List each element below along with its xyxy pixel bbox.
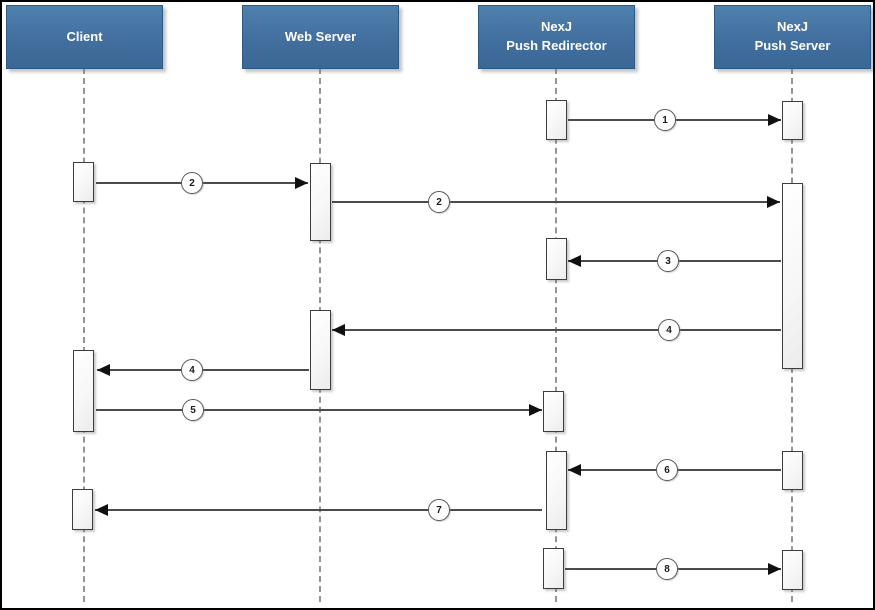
- message-line-4-nexj-push-server-to-web-server: [332, 329, 781, 331]
- arrowhead-icon: [568, 464, 581, 476]
- actor-label-line: NexJ: [776, 19, 809, 35]
- actor-header-nexj-push-server: NexJ Push Server: [714, 5, 871, 69]
- activation-nexj-push-server: [782, 451, 803, 490]
- message-number-badge: 3: [657, 250, 679, 272]
- message-line-5-client-to-nexj-push-redirector: [96, 409, 542, 411]
- arrowhead-icon: [529, 404, 542, 416]
- actor-label-line: Push Redirector: [506, 38, 607, 53]
- activation-nexj-push-redirector: [543, 548, 564, 589]
- actor-label-line: Push Server: [754, 38, 831, 53]
- activation-nexj-push-redirector: [546, 451, 567, 530]
- activation-client: [73, 162, 94, 202]
- actor-label-line: Client: [66, 28, 103, 44]
- arrowhead-icon: [95, 504, 108, 516]
- arrowhead-icon: [768, 114, 781, 126]
- activation-client: [72, 489, 93, 530]
- activation-nexj-push-redirector: [543, 391, 564, 432]
- lifeline-client: [83, 68, 85, 602]
- activation-client: [73, 350, 94, 432]
- message-number-badge: 1: [654, 109, 676, 131]
- activation-nexj-push-server: [782, 183, 803, 369]
- arrowhead-icon: [768, 563, 781, 575]
- actor-label-line: Web Server: [284, 28, 357, 44]
- activation-web-server: [310, 163, 331, 241]
- message-number-badge: 2: [181, 172, 203, 194]
- actor-header-client: Client: [6, 5, 163, 69]
- arrowhead-icon: [295, 177, 308, 189]
- actor-header-nexj-push-redirector: NexJ Push Redirector: [478, 5, 635, 69]
- lifeline-nexj-push-redirector: [555, 68, 557, 602]
- message-number-badge: 4: [658, 319, 680, 341]
- activation-web-server: [310, 310, 331, 390]
- message-number-badge: 4: [181, 359, 203, 381]
- activation-nexj-push-redirector: [546, 100, 567, 140]
- arrowhead-icon: [332, 324, 345, 336]
- message-line-7-nexj-push-redirector-to-client: [95, 509, 542, 511]
- message-number-badge: 6: [656, 459, 678, 481]
- actor-label-line: NexJ: [540, 19, 573, 35]
- message-line-4-web-server-to-client: [97, 369, 309, 371]
- message-number-badge: 8: [656, 558, 678, 580]
- arrowhead-icon: [767, 196, 780, 208]
- arrowhead-icon: [568, 255, 581, 267]
- arrowhead-icon: [97, 364, 110, 376]
- actor-header-web-server: Web Server: [242, 5, 399, 69]
- message-line-2-web-server-to-nexj-push-server: [332, 201, 780, 203]
- activation-nexj-push-server: [782, 101, 803, 140]
- activation-nexj-push-server: [782, 550, 803, 590]
- message-number-badge: 2: [428, 191, 450, 213]
- message-number-badge: 7: [428, 499, 450, 521]
- message-number-badge: 5: [182, 399, 204, 421]
- activation-nexj-push-redirector: [546, 238, 567, 280]
